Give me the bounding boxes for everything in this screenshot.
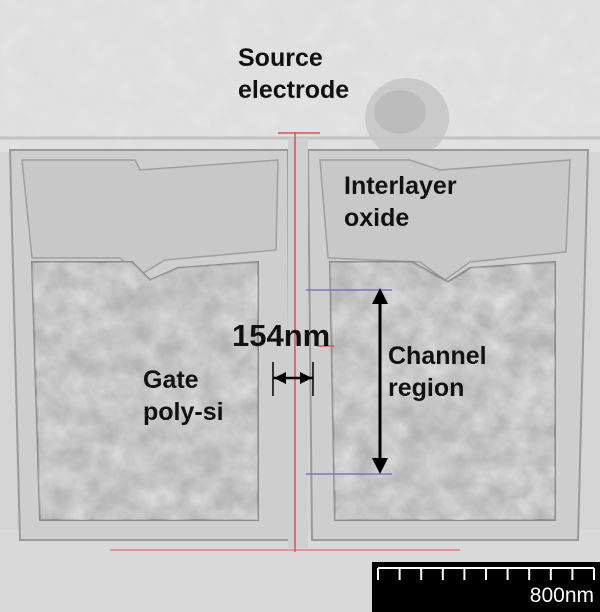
interlayer-oxide-line-2: oxide [344, 204, 410, 232]
source-electrode-line-1: Source [238, 44, 323, 72]
channel-region-line-1: Channel [388, 342, 487, 370]
channel-height-arrow [372, 288, 388, 474]
gate-polysi-line-1: Gate [143, 366, 199, 394]
gap-width-arrow [272, 362, 314, 396]
scale-bar-ticks [377, 567, 595, 580]
gate-polysi-label: Gate poly-si [143, 364, 224, 428]
interlayer-oxide-label: Interlayer oxide [344, 170, 457, 234]
right-trench [306, 149, 590, 541]
interlayer-oxide-line-1: Interlayer [344, 172, 457, 200]
scale-bar: 800nm [372, 562, 600, 612]
channel-region-label: Channel region [388, 340, 487, 404]
source-electrode-line-2: electrode [238, 76, 350, 104]
source-electrode-label: Source electrode [238, 42, 349, 106]
gate-polysi-line-2: poly-si [143, 398, 224, 426]
channel-region-line-2: region [388, 374, 465, 402]
gap-measurement-label: 154nm [232, 318, 331, 353]
source-contact-column [288, 138, 308, 548]
scale-bar-label: 800nm [529, 584, 594, 607]
left-trench [8, 149, 292, 541]
